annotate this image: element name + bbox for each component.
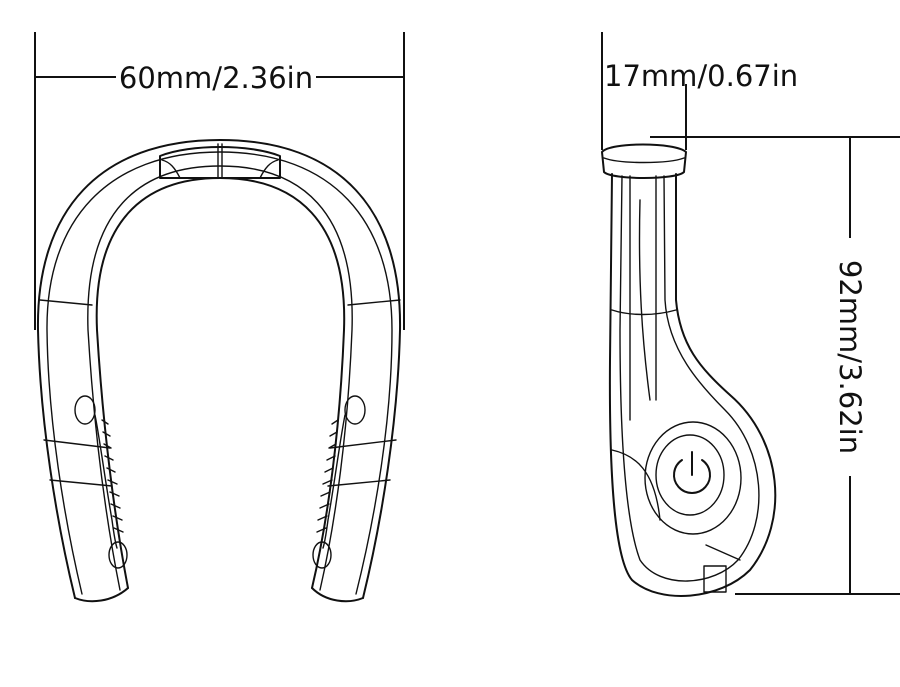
front-width-label: 60mm/2.36in xyxy=(119,61,313,95)
side-height-label: 92mm/3.62in xyxy=(833,260,867,454)
neck-fan-front-view xyxy=(36,139,402,603)
power-icon xyxy=(673,451,711,494)
side-view-dimensions: 17mm/0.67in 92mm/3.62in xyxy=(601,32,900,595)
neck-fan-side-view xyxy=(601,143,777,597)
side-thickness-label: 17mm/0.67in xyxy=(604,59,798,93)
front-view-dimension: 60mm/2.36in xyxy=(34,32,405,330)
